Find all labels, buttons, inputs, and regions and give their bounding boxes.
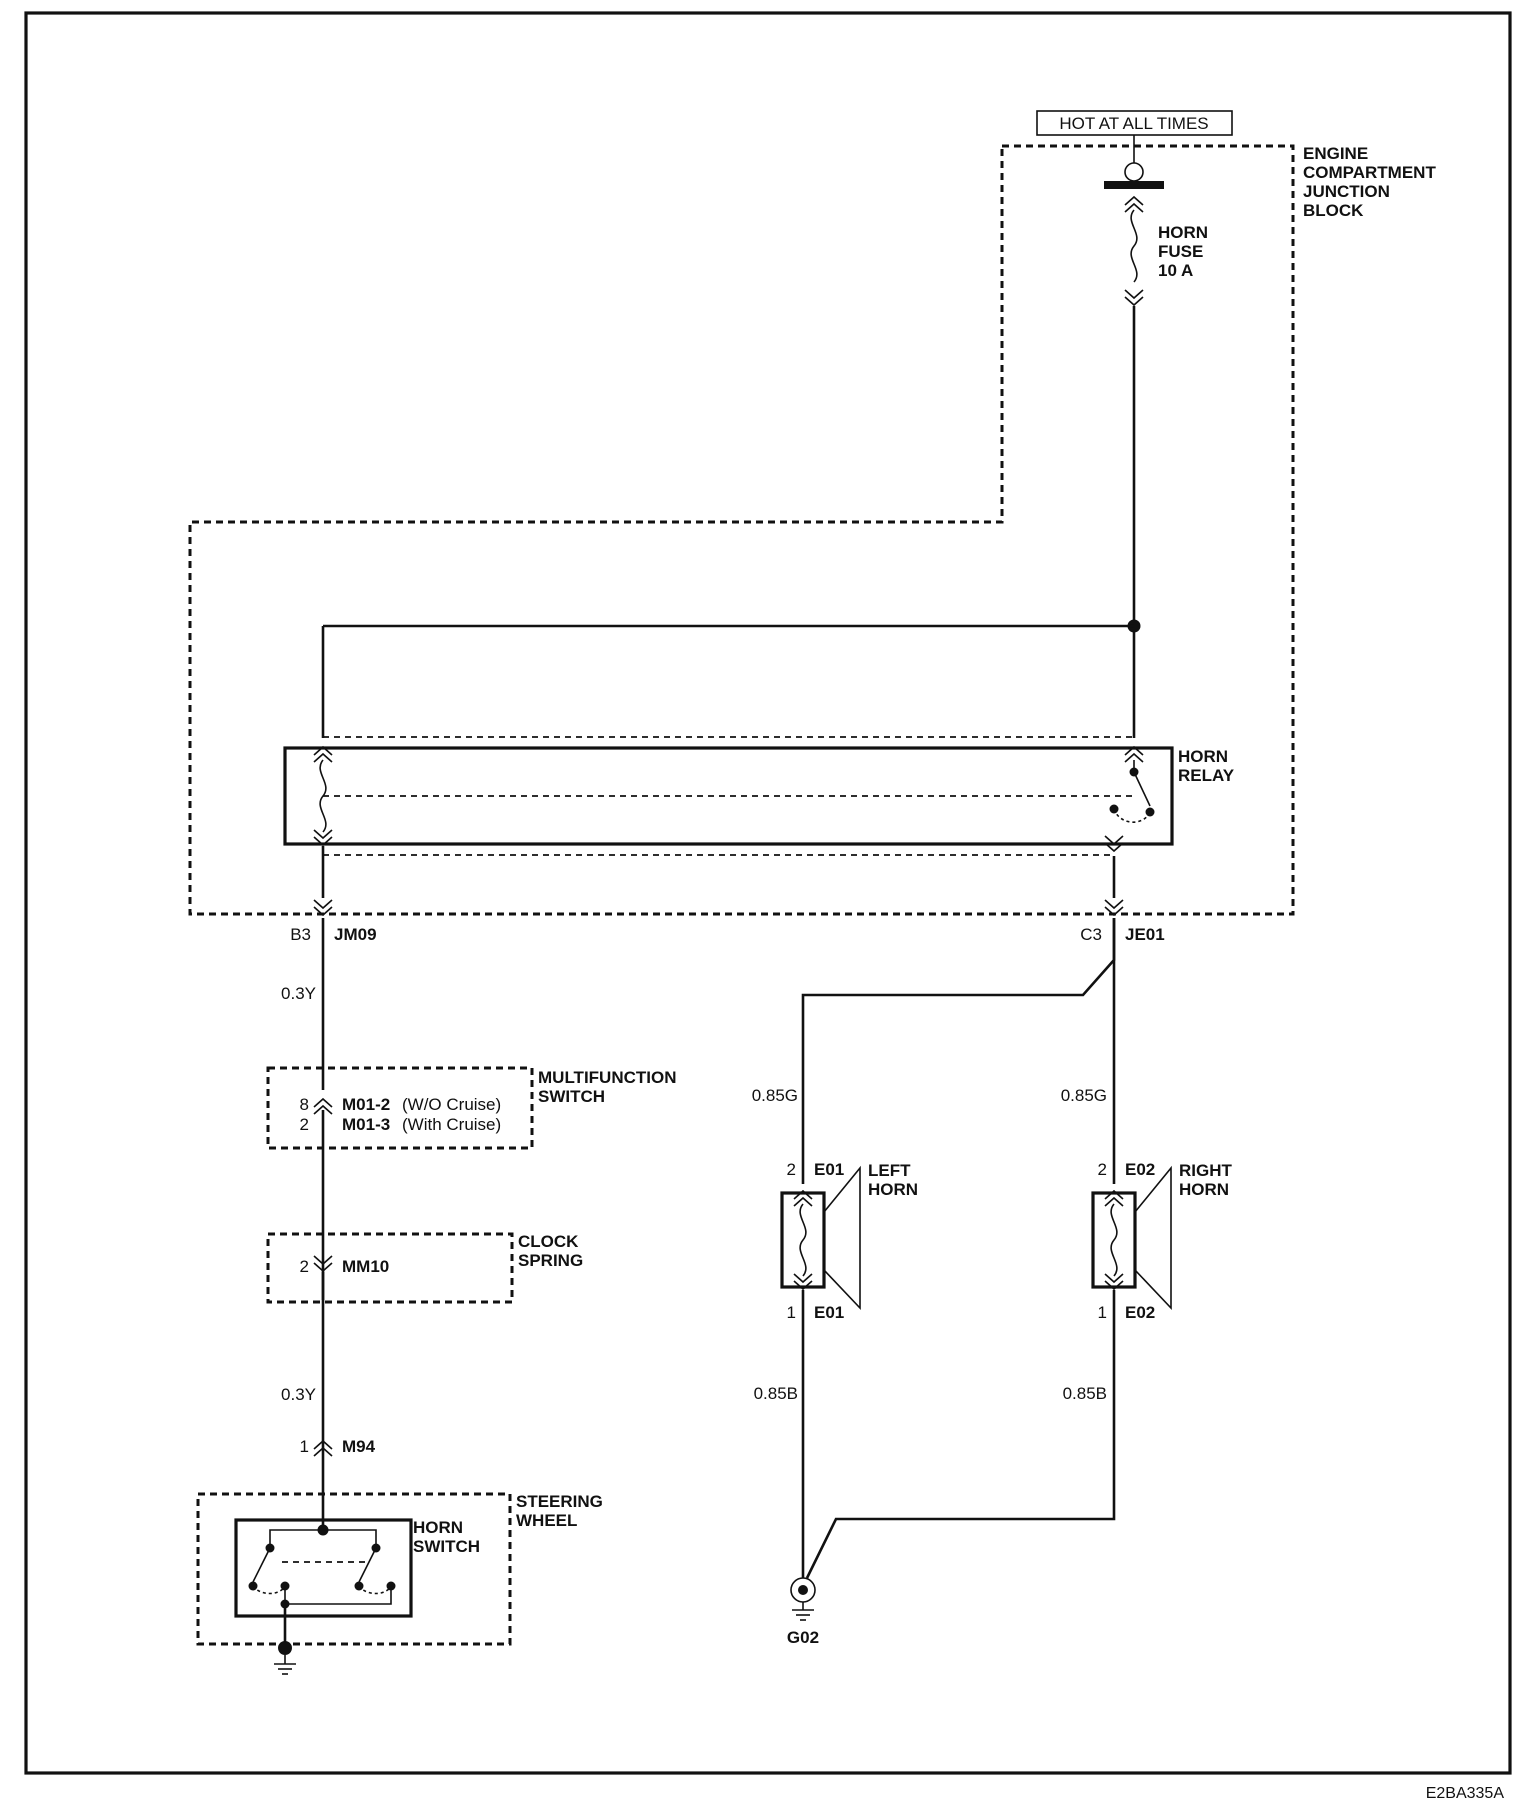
wire-to-left-horn <box>801 918 1116 1184</box>
svg-text:RIGHT: RIGHT <box>1179 1161 1233 1180</box>
svg-text:10 A: 10 A <box>1158 261 1193 280</box>
svg-text:M01-3: M01-3 <box>342 1115 390 1134</box>
svg-text:8: 8 <box>300 1095 309 1114</box>
svg-text:1: 1 <box>300 1437 309 1456</box>
svg-text:2: 2 <box>787 1160 796 1179</box>
svg-text:RELAY: RELAY <box>1178 766 1235 785</box>
svg-text:C3: C3 <box>1080 925 1102 944</box>
right-horn: 2 E02 1 E02 RIGHT HORN <box>1091 1160 1233 1322</box>
svg-text:M94: M94 <box>342 1437 376 1456</box>
svg-text:BLOCK: BLOCK <box>1303 201 1364 220</box>
horn-switch: HORN SWITCH <box>234 1518 480 1618</box>
svg-text:2: 2 <box>300 1115 309 1134</box>
multifunction-switch: 8 M01-2 (W/O Cruise) 2 M01-3 (With Cruis… <box>266 1066 677 1150</box>
figure-id: E2BA335A <box>1426 1785 1505 1802</box>
svg-text:SPRING: SPRING <box>518 1251 583 1270</box>
connector-je01: C3 JE01 <box>1080 899 1165 944</box>
svg-text:ENGINE: ENGINE <box>1303 144 1368 163</box>
svg-text:HORN: HORN <box>413 1518 463 1537</box>
ground-label: G02 <box>787 1628 819 1647</box>
clock-spring: 2 MM10 CLOCK SPRING <box>266 1232 583 1304</box>
svg-text:E01: E01 <box>814 1160 844 1179</box>
svg-text:1: 1 <box>787 1303 796 1322</box>
svg-text:1: 1 <box>1098 1303 1107 1322</box>
ground-g02-icon: G02 <box>787 1577 819 1647</box>
diagram-frame <box>24 11 1512 1775</box>
wire-label-1: 0.3Y <box>281 984 316 1003</box>
wire-label-4: 0.85G <box>1061 1086 1107 1105</box>
svg-text:MULTIFUNCTION: MULTIFUNCTION <box>538 1068 677 1087</box>
svg-text:STEERING: STEERING <box>516 1492 603 1511</box>
junction-block-label: ENGINE COMPARTMENT JUNCTION BLOCK <box>1303 144 1436 220</box>
svg-text:COMPARTMENT: COMPARTMENT <box>1303 163 1436 182</box>
svg-text:HORN: HORN <box>1178 747 1228 766</box>
power-label: HOT AT ALL TIMES <box>1059 114 1208 133</box>
svg-text:E02: E02 <box>1125 1303 1155 1322</box>
horn-relay: HORN RELAY <box>283 736 1235 856</box>
svg-text:SWITCH: SWITCH <box>538 1087 605 1106</box>
wire-label-6: 0.85B <box>1063 1384 1107 1403</box>
wire-label-2: 0.3Y <box>281 1385 316 1404</box>
svg-text:JUNCTION: JUNCTION <box>1303 182 1390 201</box>
svg-text:2: 2 <box>1098 1160 1107 1179</box>
svg-text:(W/O Cruise): (W/O Cruise) <box>402 1095 501 1114</box>
svg-text:HORN: HORN <box>868 1180 918 1199</box>
wire-right-horn-ground <box>805 1290 1116 1579</box>
connector-m94: 1 M94 <box>300 1437 376 1457</box>
svg-text:E01: E01 <box>814 1303 844 1322</box>
svg-text:JE01: JE01 <box>1125 925 1165 944</box>
wire-label-5: 0.85B <box>754 1384 798 1403</box>
svg-text:MM10: MM10 <box>342 1257 389 1276</box>
svg-text:HORN: HORN <box>1158 223 1208 242</box>
svg-text:FUSE: FUSE <box>1158 242 1203 261</box>
wire-label-3: 0.85G <box>752 1086 798 1105</box>
horn-fuse: HORN FUSE 10 A <box>1104 135 1208 306</box>
ground-icon <box>274 1641 296 1675</box>
svg-text:2: 2 <box>300 1257 309 1276</box>
svg-text:LEFT: LEFT <box>868 1161 911 1180</box>
power-source: HOT AT ALL TIMES <box>1036 110 1233 136</box>
svg-text:M01-2: M01-2 <box>342 1095 390 1114</box>
svg-text:HORN: HORN <box>1179 1180 1229 1199</box>
svg-text:B3: B3 <box>290 925 311 944</box>
svg-text:(With Cruise): (With Cruise) <box>402 1115 501 1134</box>
svg-text:WHEEL: WHEEL <box>516 1511 577 1530</box>
connector-jm09: B3 JM09 <box>290 899 377 944</box>
svg-text:JM09: JM09 <box>334 925 377 944</box>
left-horn: 2 E01 1 E01 LEFT HORN <box>780 1160 918 1322</box>
svg-text:SWITCH: SWITCH <box>413 1537 480 1556</box>
svg-text:CLOCK: CLOCK <box>518 1232 579 1251</box>
steering-wheel: STEERING WHEEL <box>196 1492 603 1646</box>
svg-text:E02: E02 <box>1125 1160 1155 1179</box>
junction-block-outline <box>188 144 1295 916</box>
